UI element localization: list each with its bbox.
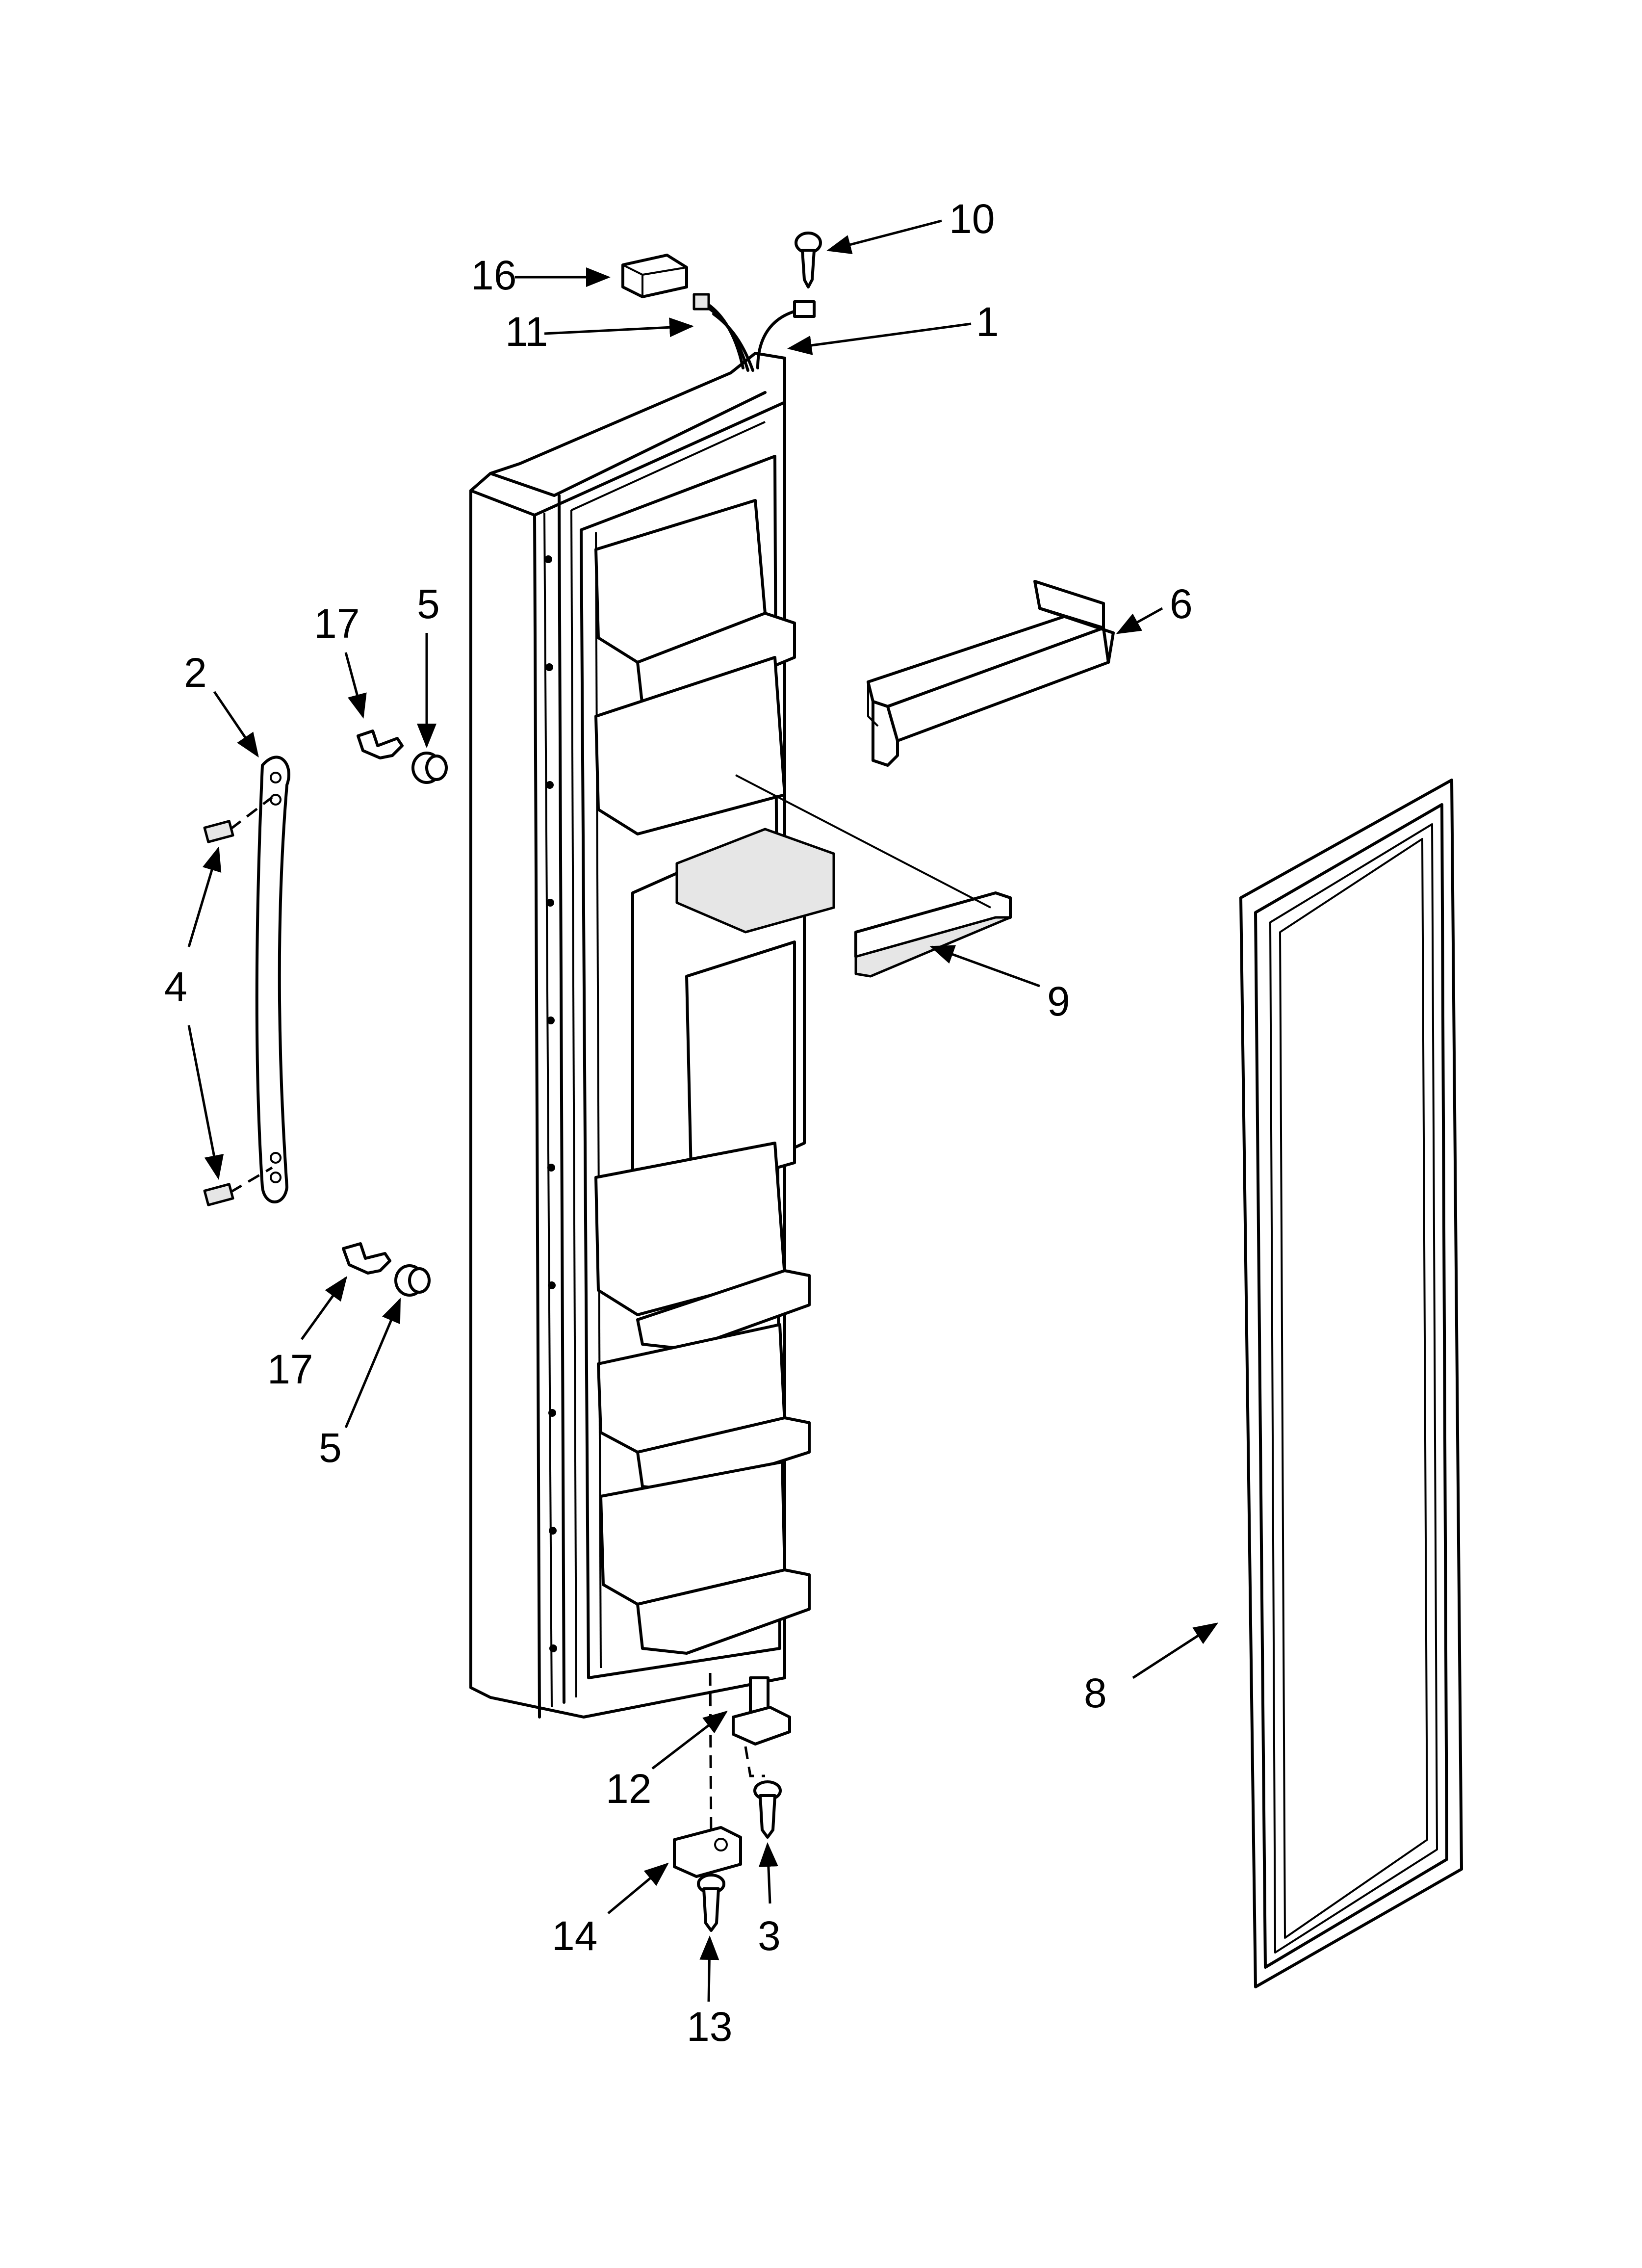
screw-3	[753, 1780, 782, 1839]
label-part-2: 2	[184, 650, 207, 696]
part-number-labels: 10 16 11 1 6 9 8 2 4 17 5 17 5 12 3 14 1…	[164, 196, 1193, 2050]
wire-harness-11	[693, 293, 816, 372]
door-assembly	[469, 352, 835, 1719]
door-bin-6	[867, 580, 1115, 767]
spacers-5	[394, 752, 448, 1297]
label-part-5-bottom: 5	[319, 1425, 342, 1471]
label-part-3: 3	[758, 1913, 781, 1959]
label-part-8: 8	[1084, 1670, 1107, 1716]
leader-lines	[187, 219, 1219, 2002]
handle-2	[255, 756, 290, 1203]
connector-16	[621, 254, 688, 298]
label-part-9: 9	[1047, 978, 1070, 1024]
label-part-16: 16	[471, 252, 516, 298]
handle-screws-17	[342, 730, 404, 1275]
label-part-13: 13	[687, 2004, 732, 2050]
label-part-4: 4	[164, 964, 187, 1010]
label-part-10: 10	[949, 196, 995, 242]
label-part-11: 11	[505, 309, 548, 355]
screw-13	[697, 1874, 725, 1932]
label-part-17-bottom: 17	[267, 1346, 313, 1392]
set-screws-4	[203, 796, 273, 1206]
label-part-14: 14	[552, 1913, 597, 1959]
label-part-1: 1	[976, 299, 999, 345]
bracket-14	[673, 1826, 742, 1878]
door-gasket-8	[1239, 779, 1463, 1988]
gasket-fasteners	[544, 555, 557, 1652]
label-part-6: 6	[1170, 581, 1193, 627]
screw-10	[795, 232, 822, 288]
label-part-17-top: 17	[314, 600, 359, 647]
label-part-12: 12	[606, 1766, 651, 1812]
hinge-12	[709, 1672, 791, 1845]
label-part-5-top: 5	[417, 581, 440, 627]
